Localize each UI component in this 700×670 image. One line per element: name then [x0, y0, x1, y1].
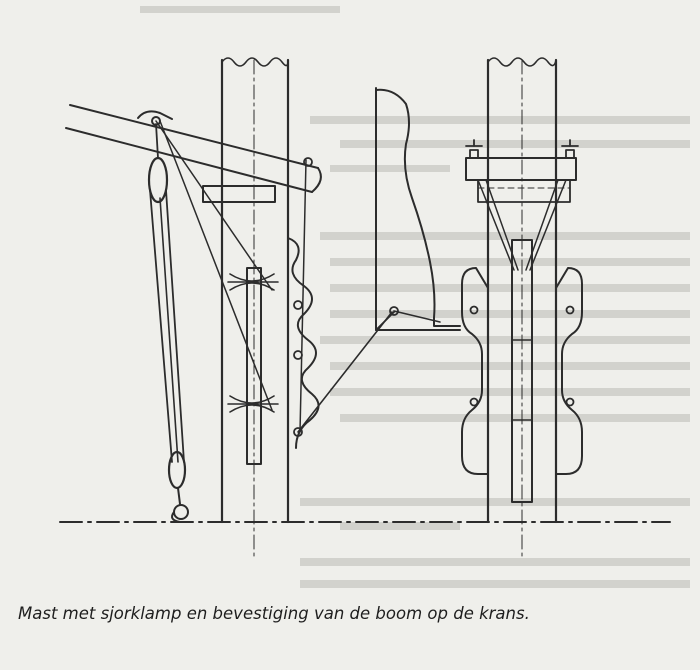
lashing-cleat	[227, 237, 320, 465]
cleat-block	[202, 185, 276, 203]
collar-krans	[465, 139, 579, 203]
side-cleat-plates	[461, 267, 583, 475]
lashing-lines	[155, 120, 313, 433]
mast-technical-drawing	[59, 6, 690, 588]
diagonal-brace	[297, 311, 393, 433]
tackle	[147, 123, 189, 523]
front-cleat	[511, 239, 533, 503]
figure-caption: Mast met sjorklamp en bevestiging van de…	[18, 604, 530, 623]
boom	[65, 104, 322, 193]
right-mast	[486, 57, 558, 561]
left-mast	[220, 57, 290, 561]
show-through-text	[140, 6, 690, 588]
side-profile	[375, 87, 461, 331]
